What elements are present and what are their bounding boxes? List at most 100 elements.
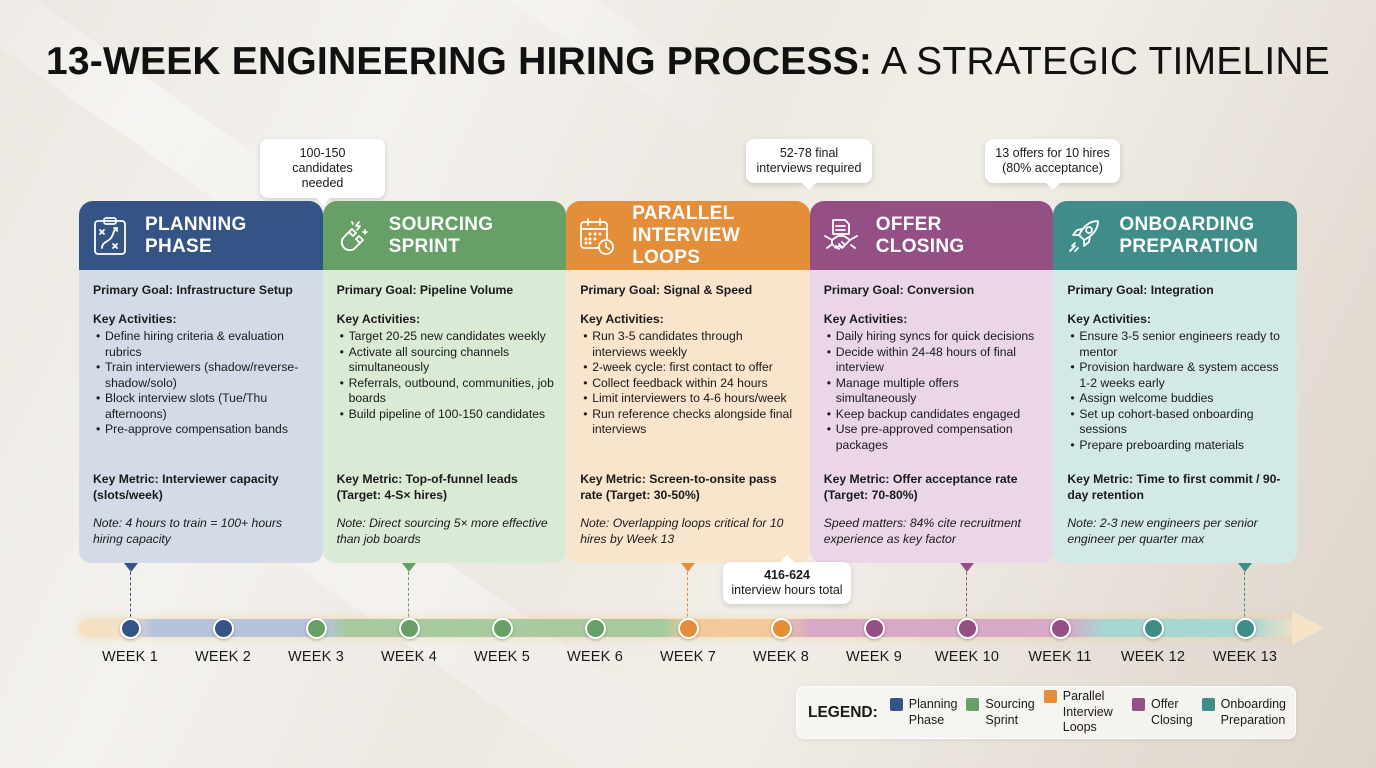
phase-body: Primary Goal: Integration Key Activities… [1053,270,1297,563]
phase-header: OFFER CLOSING [809,201,1054,270]
phase-card-offer-closing: OFFER CLOSING Primary Goal: Conversion K… [809,201,1054,563]
phase-goal: Primary Goal: Signal & Speed [580,283,753,297]
phase-title: SOURCING SPRINT [389,214,494,258]
phase-metric: Key Metric: Screen-to-onsite pass rate (… [580,472,777,502]
week-node-8 [770,618,792,639]
rocket-icon [1069,219,1100,252]
magnet-icon [340,220,368,251]
phase-card-onboarding: ONBOARDING PREPARATION Primary Goal: Int… [1053,201,1297,563]
activity-item: Train interviewers (shadow/reverse-shado… [93,360,311,391]
pin-marker-icon [1238,563,1252,572]
phase-card-sourcing: SOURCING SPRINT Primary Goal: Pipeline V… [322,201,567,563]
week-node-11 [1049,618,1071,639]
week-label: WEEK 1 [102,649,158,665]
week-label: WEEK 7 [660,649,716,665]
legend-label-line: Preparation [1220,712,1286,727]
week-label: WEEK 9 [846,649,902,665]
activity-item: Collect feedback within 24 hours [580,376,798,392]
page-title: 13-WEEK ENGINEERING HIRING PROCESS: A ST… [0,40,1376,84]
activities-list: Ensure 3-5 senior engineers ready to men… [1067,329,1285,453]
activities-list: Run 3-5 candidates through interviews we… [580,329,798,438]
phase-metric: Key Metric: Time to first commit / 90-da… [1067,472,1281,502]
pin-line [408,572,409,622]
phase-metric: Key Metric: Interviewer capacity (slots/… [93,472,279,502]
phase-note: Note: Direct sourcing 5× more effective … [336,516,548,546]
phase-title-line: ONBOARDING [1119,213,1255,235]
pin-line [966,572,967,622]
title-light: A STRATEGIC TIMELINE [872,40,1330,83]
week-node-1 [119,618,141,639]
phase-title-line: SOURCING [388,213,494,235]
phase-goal: Primary Goal: Infrastructure Setup [93,283,293,297]
phase-title-line: PREPARATION [1119,235,1259,257]
pin-line [687,572,688,622]
phase-note: Note: 2-3 new engineers per senior engin… [1067,516,1258,546]
phase-note: Note: Overlapping loops critical for 10 … [580,516,784,546]
activity-item: Ensure 3-5 senior engineers ready to men… [1067,329,1285,360]
phase-title-line: CLOSING [875,235,965,257]
callout-line: interview hours total [731,583,843,597]
phase-note: Note: 4 hours to train = 100+ hours hiri… [93,516,283,546]
activity-item: Prepare preboarding materials [1067,438,1285,454]
phase-header: PARALLEL INTERVIEW LOOPS [566,201,810,270]
pin-marker-icon [124,563,138,572]
pin-marker-icon [402,563,416,572]
phase-note: Speed matters: 84% cite recruitment expe… [823,516,1021,546]
activity-item: Run 3-5 candidates through interviews we… [580,329,798,360]
week-node-4 [398,618,420,639]
phase-goal: Primary Goal: Pipeline Volume [336,283,514,297]
callout-line: 13 offers for 10 hires [995,146,1110,160]
week-label: WEEK 5 [474,649,530,665]
phase-card-planning: PLANNING PHASE Primary Goal: Infrastruct… [79,201,323,563]
legend-label-line: Planning [908,697,958,711]
callout-offers: 13 offers for 10 hires (80% acceptance) [985,139,1120,190]
activities-list: Target 20-25 new candidates weekly Activ… [337,329,555,422]
activity-item: Block interview slots (Tue/Thu afternoon… [93,391,311,422]
phase-body: Primary Goal: Pipeline Volume Key Activi… [322,270,567,563]
legend-swatch [1201,698,1215,711]
week-node-5 [491,618,513,639]
phase-goal: Primary Goal: Conversion [823,283,975,297]
activities-label: Key Activities: [93,311,177,326]
phase-body: Primary Goal: Infrastructure Setup Key A… [79,270,323,563]
legend-label-line: Parallel [1062,689,1105,704]
week-node-10 [956,618,978,639]
week-label: WEEK 13 [1212,649,1278,665]
activity-item: Pre-approve compensation bands [93,422,311,438]
activity-item: 2-week cycle: first contact to offer [580,360,798,376]
activity-item: Run reference checks alongside final int… [580,407,798,438]
title-bold: 13-WEEK ENGINEERING HIRING PROCESS: [46,40,873,83]
legend-label-line: Interview Loops [1062,704,1113,735]
phase-title-line: INTERVIEW LOOPS [632,224,741,268]
legend-label-line: Closing [1150,712,1193,727]
legend-label-line: Phase [908,712,945,727]
phase-body: Primary Goal: Signal & Speed Key Activit… [566,270,810,563]
callout-line: 52-78 final [779,146,839,160]
week-node-2 [212,618,234,639]
callout-candidates-needed: 100-150 candidates needed [260,139,385,205]
legend-swatch [966,698,980,711]
legend-label-line: Offer [1150,697,1179,711]
week-node-12 [1142,618,1164,639]
callout-line: 416-624 [764,568,810,582]
legend-label-line: Onboarding [1220,697,1286,711]
pin-line [1244,572,1245,622]
activity-item: Use pre-approved compensation packages [824,422,1042,453]
week-label: WEEK 10 [934,649,1000,665]
pin-marker-icon [960,563,974,572]
pin-marker-icon [681,563,695,572]
week-label: WEEK 11 [1028,649,1092,665]
legend-swatch [1131,698,1145,711]
phase-metric: Key Metric: Offer acceptance rate (Targe… [823,472,1018,502]
week-node-9 [863,618,885,639]
legend-swatch [889,698,903,711]
phase-title: PLANNING PHASE [145,214,247,258]
callout-interview-hours: 416-624 interview hours total [723,555,851,604]
